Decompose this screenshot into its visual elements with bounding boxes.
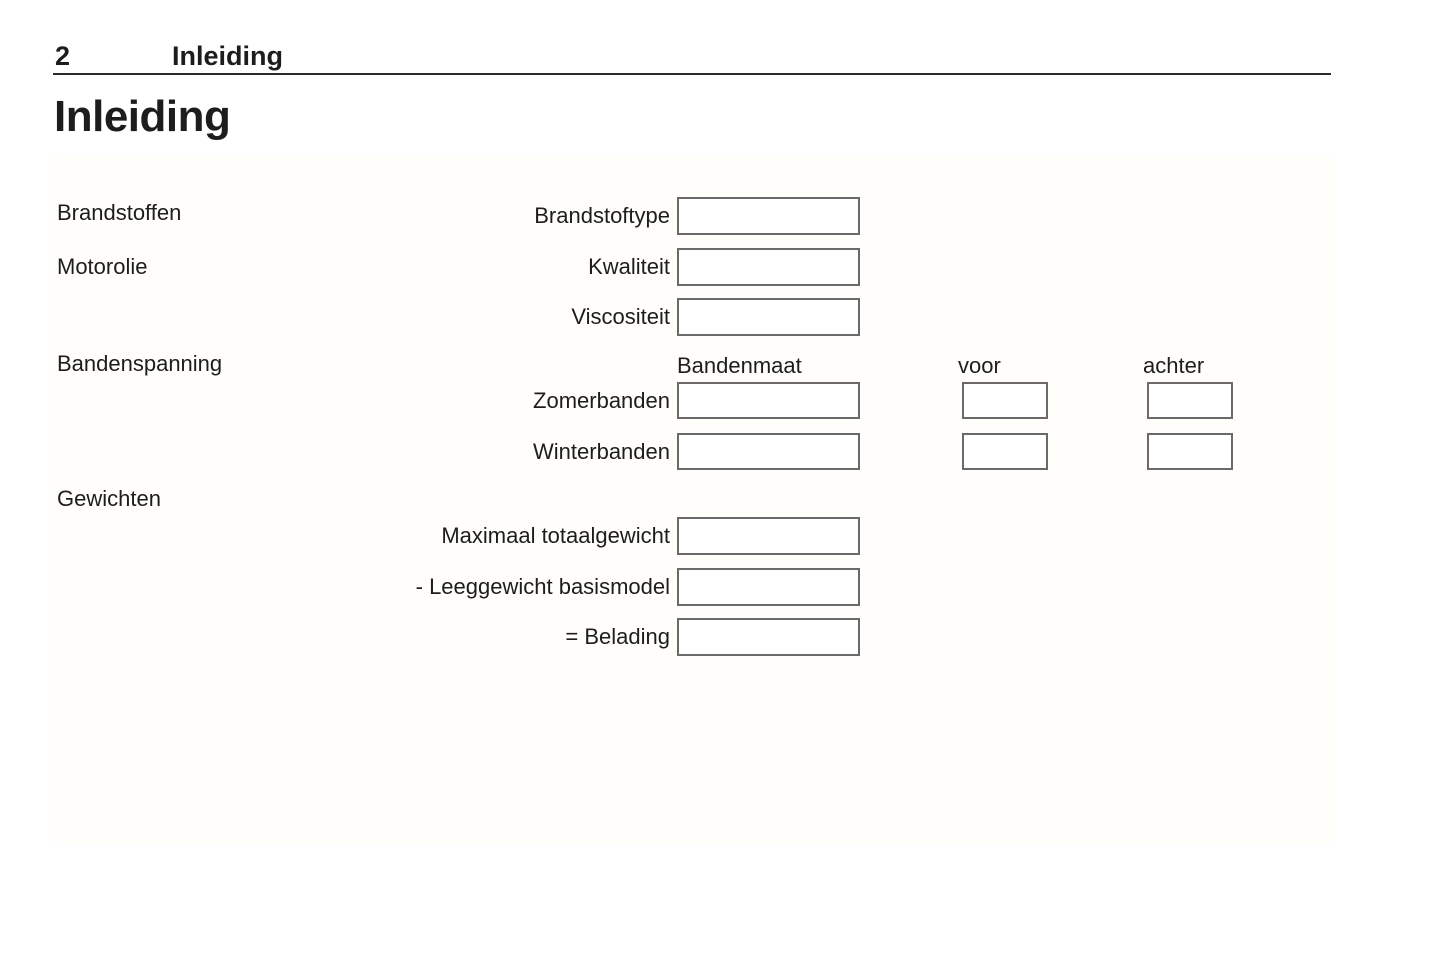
field-label-brandstoftype: Brandstoftype (534, 203, 670, 228)
column-header-achter: achter (1143, 353, 1205, 378)
page-number: 2 (55, 41, 71, 71)
field-label-maximaal-totaalgewicht: Maximaal totaalgewicht (441, 523, 670, 548)
input-brandstoftype[interactable] (677, 197, 860, 235)
input-maximaal-totaalgewicht[interactable] (677, 517, 860, 555)
running-header-chapter: Inleiding (172, 41, 283, 71)
field-label-zomerbanden: Zomerbanden (533, 388, 670, 413)
input-leeggewicht-basismodel[interactable] (677, 568, 860, 606)
field-label-leeggewicht-basismodel: - Leeggewicht basismodel (415, 574, 670, 599)
field-label-belading: = Belading (565, 624, 670, 649)
header-rule (53, 73, 1331, 75)
section-label-brandstoffen: Brandstoffen (57, 200, 182, 225)
page-title: Inleiding (54, 92, 231, 141)
input-kwaliteit[interactable] (677, 248, 860, 286)
input-winterbanden-achter[interactable] (1147, 433, 1233, 470)
column-header-bandenmaat: Bandenmaat (677, 353, 802, 378)
field-label-kwaliteit: Kwaliteit (588, 254, 670, 279)
column-header-voor: voor (958, 353, 1001, 378)
input-winterbanden-voor[interactable] (962, 433, 1048, 470)
form-panel: Brandstoffen Motorolie Bandenspanning Ge… (50, 155, 1335, 843)
input-zomerbanden-achter[interactable] (1147, 382, 1233, 419)
section-label-motorolie: Motorolie (57, 254, 148, 279)
input-zomerbanden-voor[interactable] (962, 382, 1048, 419)
field-label-viscositeit: Viscositeit (571, 304, 670, 329)
section-label-bandenspanning: Bandenspanning (57, 351, 223, 376)
input-zomerbanden-maat[interactable] (677, 382, 860, 419)
input-belading[interactable] (677, 618, 860, 656)
input-winterbanden-maat[interactable] (677, 433, 860, 470)
section-label-gewichten: Gewichten (57, 486, 161, 511)
field-label-winterbanden: Winterbanden (533, 439, 670, 464)
input-viscositeit[interactable] (677, 298, 860, 336)
